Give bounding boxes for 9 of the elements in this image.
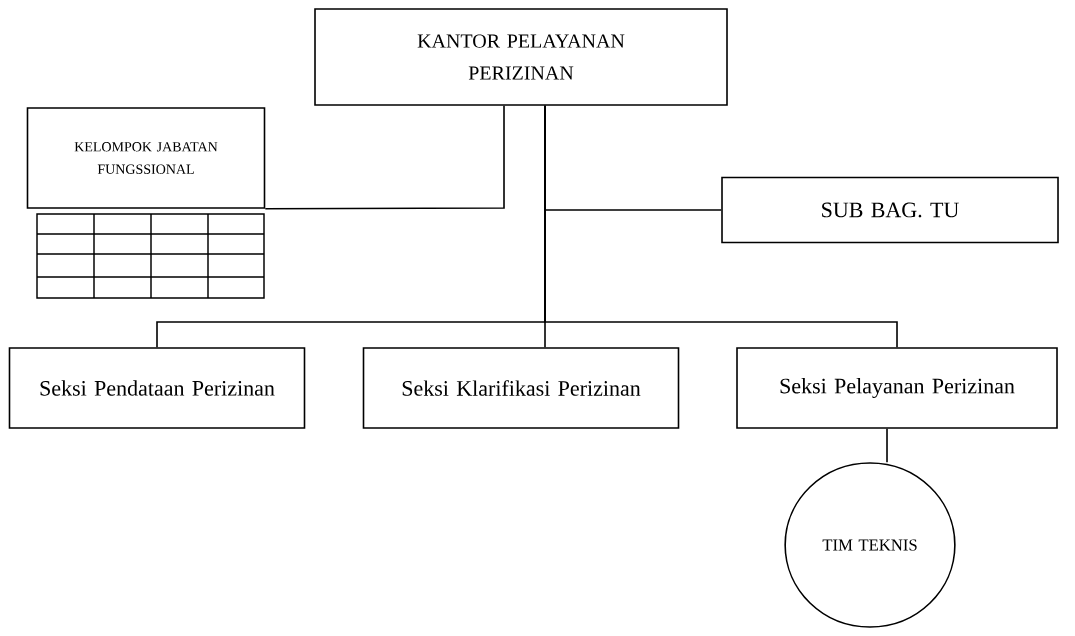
connector-line [264, 105, 505, 210]
connector-line [886, 428, 888, 463]
org-box: SUB BAG. TU [721, 176, 1059, 244]
connector-line [544, 105, 898, 348]
org-box: KANTOR PELAYANAN PERIZINAN [314, 8, 728, 106]
org-box: Seksi Pelayanan Perizinan [736, 347, 1058, 429]
org-box: KELOMPOK JABATAN FUNGSSIONAL [26, 107, 266, 209]
org-box: Seksi Klarifikasi Perizinan [362, 347, 680, 429]
org-box: Seksi Pendataan Perizinan [8, 347, 306, 429]
